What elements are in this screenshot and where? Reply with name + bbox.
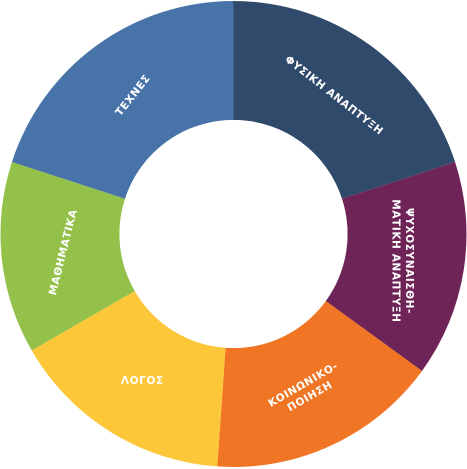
segment-psychosocial bbox=[325, 161, 467, 371]
segment-language bbox=[31, 291, 226, 467]
segment-label-language: ΛΟΓΟΣ bbox=[121, 375, 164, 387]
segment-socialization bbox=[217, 301, 423, 467]
segment-label-line: ΛΟΓΟΣ bbox=[121, 375, 164, 387]
segment-mathematics bbox=[0, 161, 135, 351]
segment-label-line: ΜΑΤΙΚΗ ΑΝΑΠΤΥΞΗ bbox=[390, 199, 402, 322]
segment-label-psychosocial: ΨΥΧΟΣΥΝΑΙΣΘΗ-ΜΑΤΙΚΗ ΑΝΑΠΤΥΞΗ bbox=[390, 199, 416, 322]
center-hole bbox=[119, 120, 348, 348]
segment-label-line: ΨΥΧΟΣΥΝΑΙΣΘΗ- bbox=[403, 208, 415, 314]
segment-arts bbox=[11, 1, 234, 199]
segment-physical bbox=[233, 1, 456, 199]
